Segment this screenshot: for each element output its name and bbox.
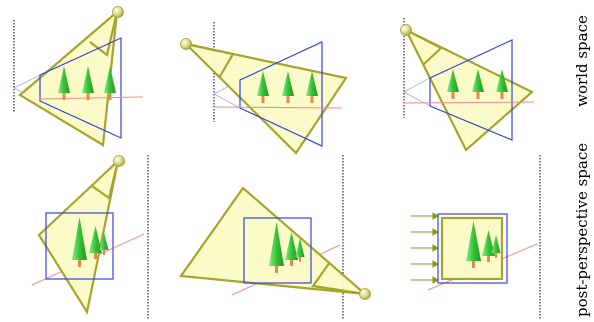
view-frustum-cube bbox=[437, 213, 508, 284]
light-near-plane bbox=[91, 160, 120, 200]
ground-line bbox=[213, 106, 343, 109]
tree bbox=[282, 71, 294, 103]
light-source-icon bbox=[113, 155, 125, 167]
view-frustum-cube bbox=[45, 212, 114, 280]
light-frustum bbox=[179, 186, 369, 296]
tree bbox=[104, 66, 116, 100]
view-frustum bbox=[429, 39, 513, 141]
light-near-plane bbox=[185, 42, 235, 79]
light-source-icon bbox=[359, 288, 371, 300]
tree bbox=[82, 66, 94, 100]
view-ray bbox=[213, 93, 241, 109]
tree bbox=[466, 221, 481, 268]
tree bbox=[257, 71, 269, 103]
view-frustum-cube bbox=[243, 217, 312, 284]
light-near-plane bbox=[405, 29, 443, 65]
world-panel-2 bbox=[180, 22, 348, 155]
tree bbox=[482, 230, 495, 262]
tree bbox=[447, 69, 459, 99]
tree bbox=[472, 69, 484, 99]
ground-line bbox=[39, 96, 144, 100]
tree bbox=[58, 66, 70, 100]
tree bbox=[89, 226, 102, 259]
tree bbox=[269, 222, 284, 273]
view-ray bbox=[13, 74, 41, 89]
view-ray bbox=[403, 91, 431, 107]
light-source-icon bbox=[400, 24, 412, 36]
world-panel-3 bbox=[400, 18, 535, 152]
post-perspective-panel-1 bbox=[31, 155, 149, 320]
tree bbox=[72, 217, 87, 267]
parallel-light-arrows bbox=[411, 212, 439, 284]
view-frustum bbox=[39, 37, 122, 139]
post-perspective-panel-3 bbox=[411, 155, 541, 320]
ground-line bbox=[403, 101, 535, 104]
light-frustum bbox=[403, 27, 534, 152]
tree bbox=[306, 71, 318, 103]
light-near-plane bbox=[311, 261, 366, 296]
tree bbox=[491, 235, 501, 258]
row-label-world-space: world space bbox=[573, 15, 591, 107]
tree bbox=[496, 69, 508, 99]
view-ray bbox=[403, 77, 431, 93]
post-perspective-panel-2 bbox=[179, 155, 371, 320]
light-frustum bbox=[18, 9, 119, 147]
world-panel-1 bbox=[13, 6, 144, 147]
light-near-plane bbox=[89, 11, 119, 57]
light-source-icon bbox=[112, 6, 124, 18]
tree bbox=[99, 232, 109, 255]
light-frustum bbox=[182, 42, 348, 155]
light-source-icon bbox=[180, 38, 192, 50]
view-frustum bbox=[239, 41, 323, 147]
tree bbox=[295, 238, 305, 262]
tree bbox=[285, 232, 298, 266]
row-label-post-perspective-space: post-perspective space bbox=[573, 142, 591, 317]
